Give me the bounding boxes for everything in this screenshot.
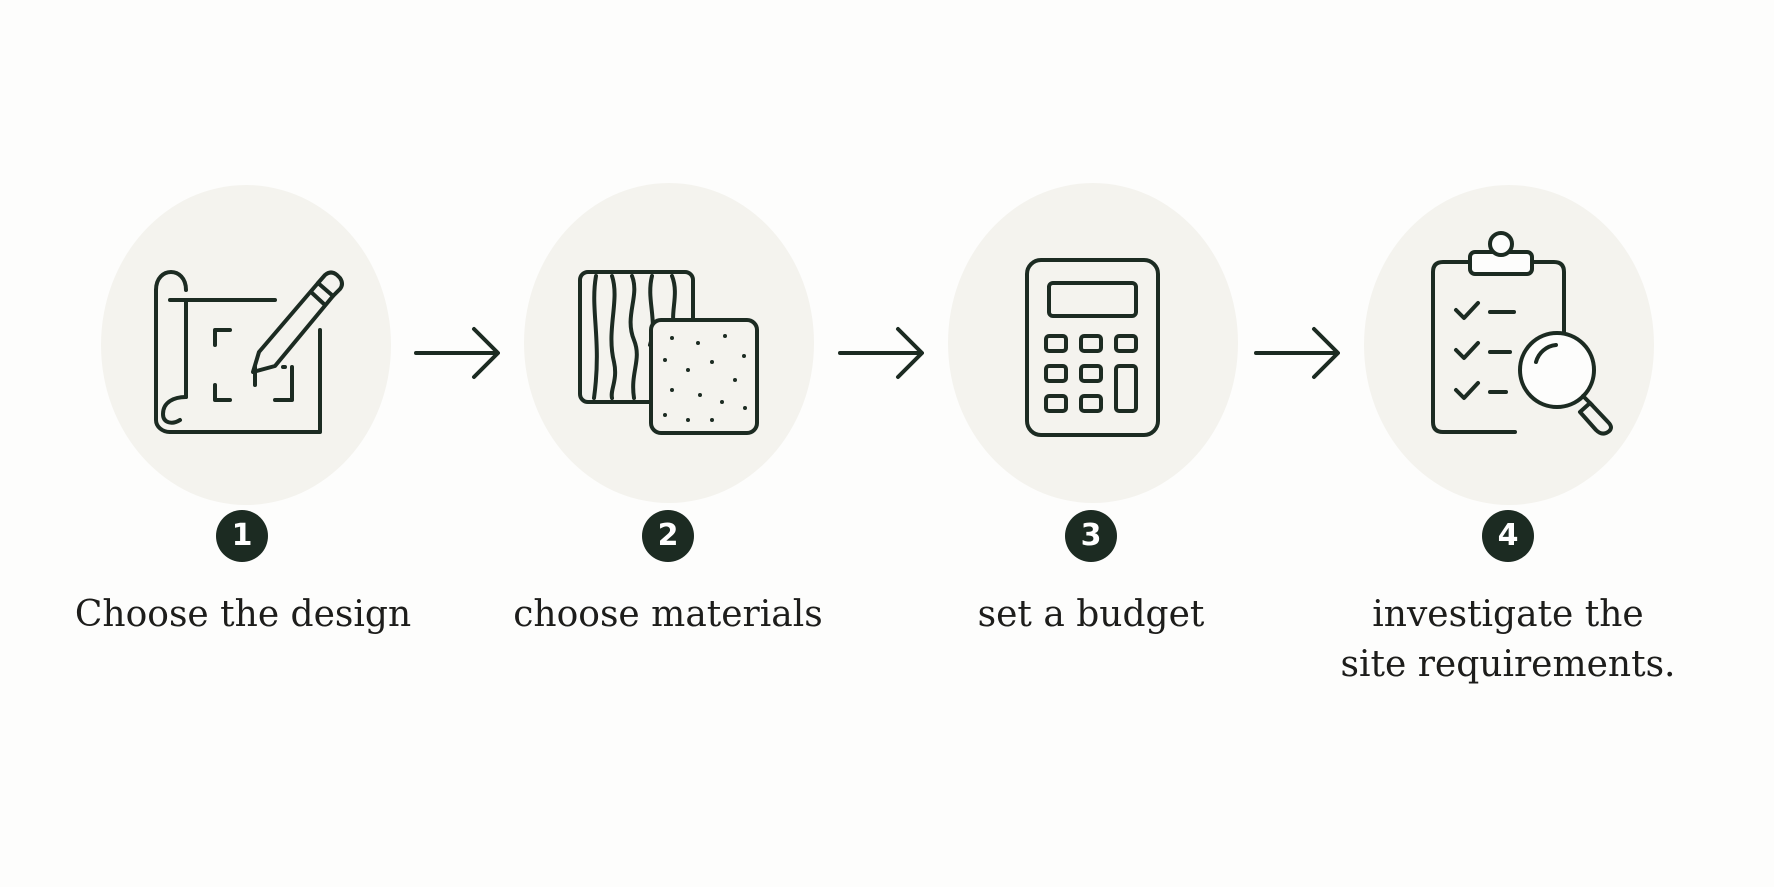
calculator-icon [1020,255,1170,445]
step-3-label: set a budget [977,594,1205,635]
step-4-label: investigate the site requirements. [1340,594,1676,685]
step-3-circle [948,183,1238,503]
material-samples-icon [570,265,770,440]
step-1-circle [101,185,391,505]
clipboard-checklist-magnifier-icon [1420,225,1620,440]
step-2-label: choose materials [513,594,823,635]
arrow-right-icon [1254,327,1340,379]
step-3-number-badge: 3 [1065,510,1117,562]
arrow-right-icon [414,327,500,379]
step-4-number-badge: 4 [1482,510,1534,562]
arrow-right-icon [838,327,924,379]
step-2-number-badge: 2 [642,510,694,562]
step-1-number-badge: 1 [216,510,268,562]
blueprint-pencil-icon [150,265,350,440]
step-1-label: Choose the design [74,594,412,635]
